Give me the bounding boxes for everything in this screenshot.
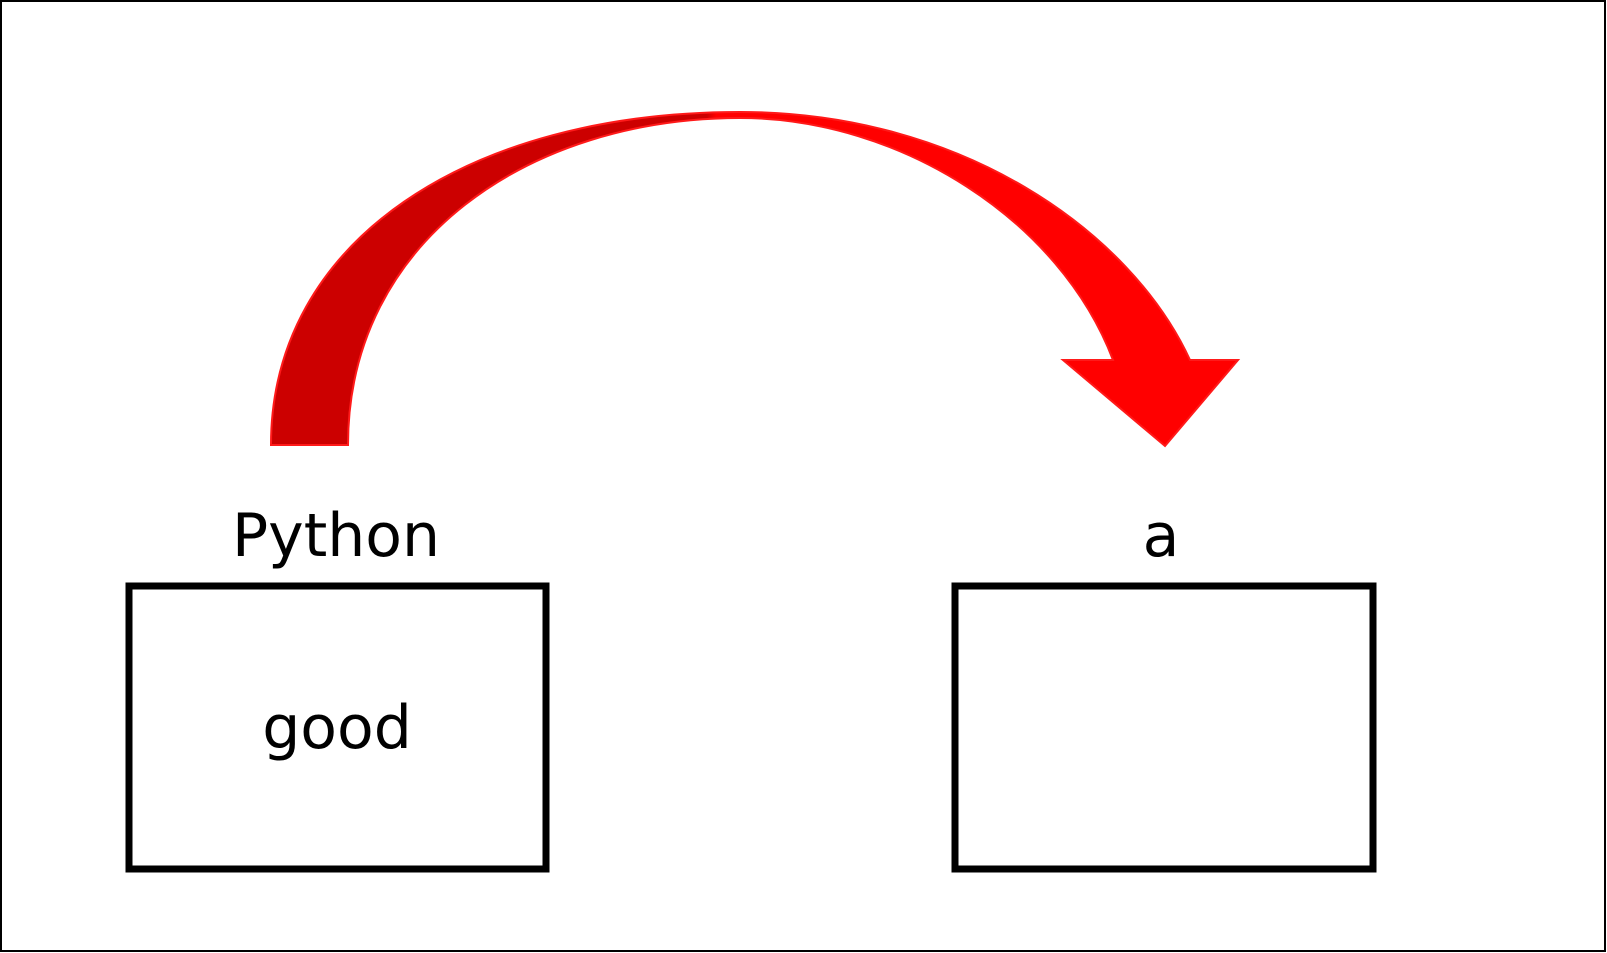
assignment-arrow (269, 110, 1241, 448)
left-variable-box (125, 582, 550, 873)
left-variable-value: good (262, 693, 412, 763)
right-variable-box (951, 582, 1377, 873)
left-variable-name: Python (232, 501, 440, 571)
right-variable-name: a (1143, 501, 1180, 571)
